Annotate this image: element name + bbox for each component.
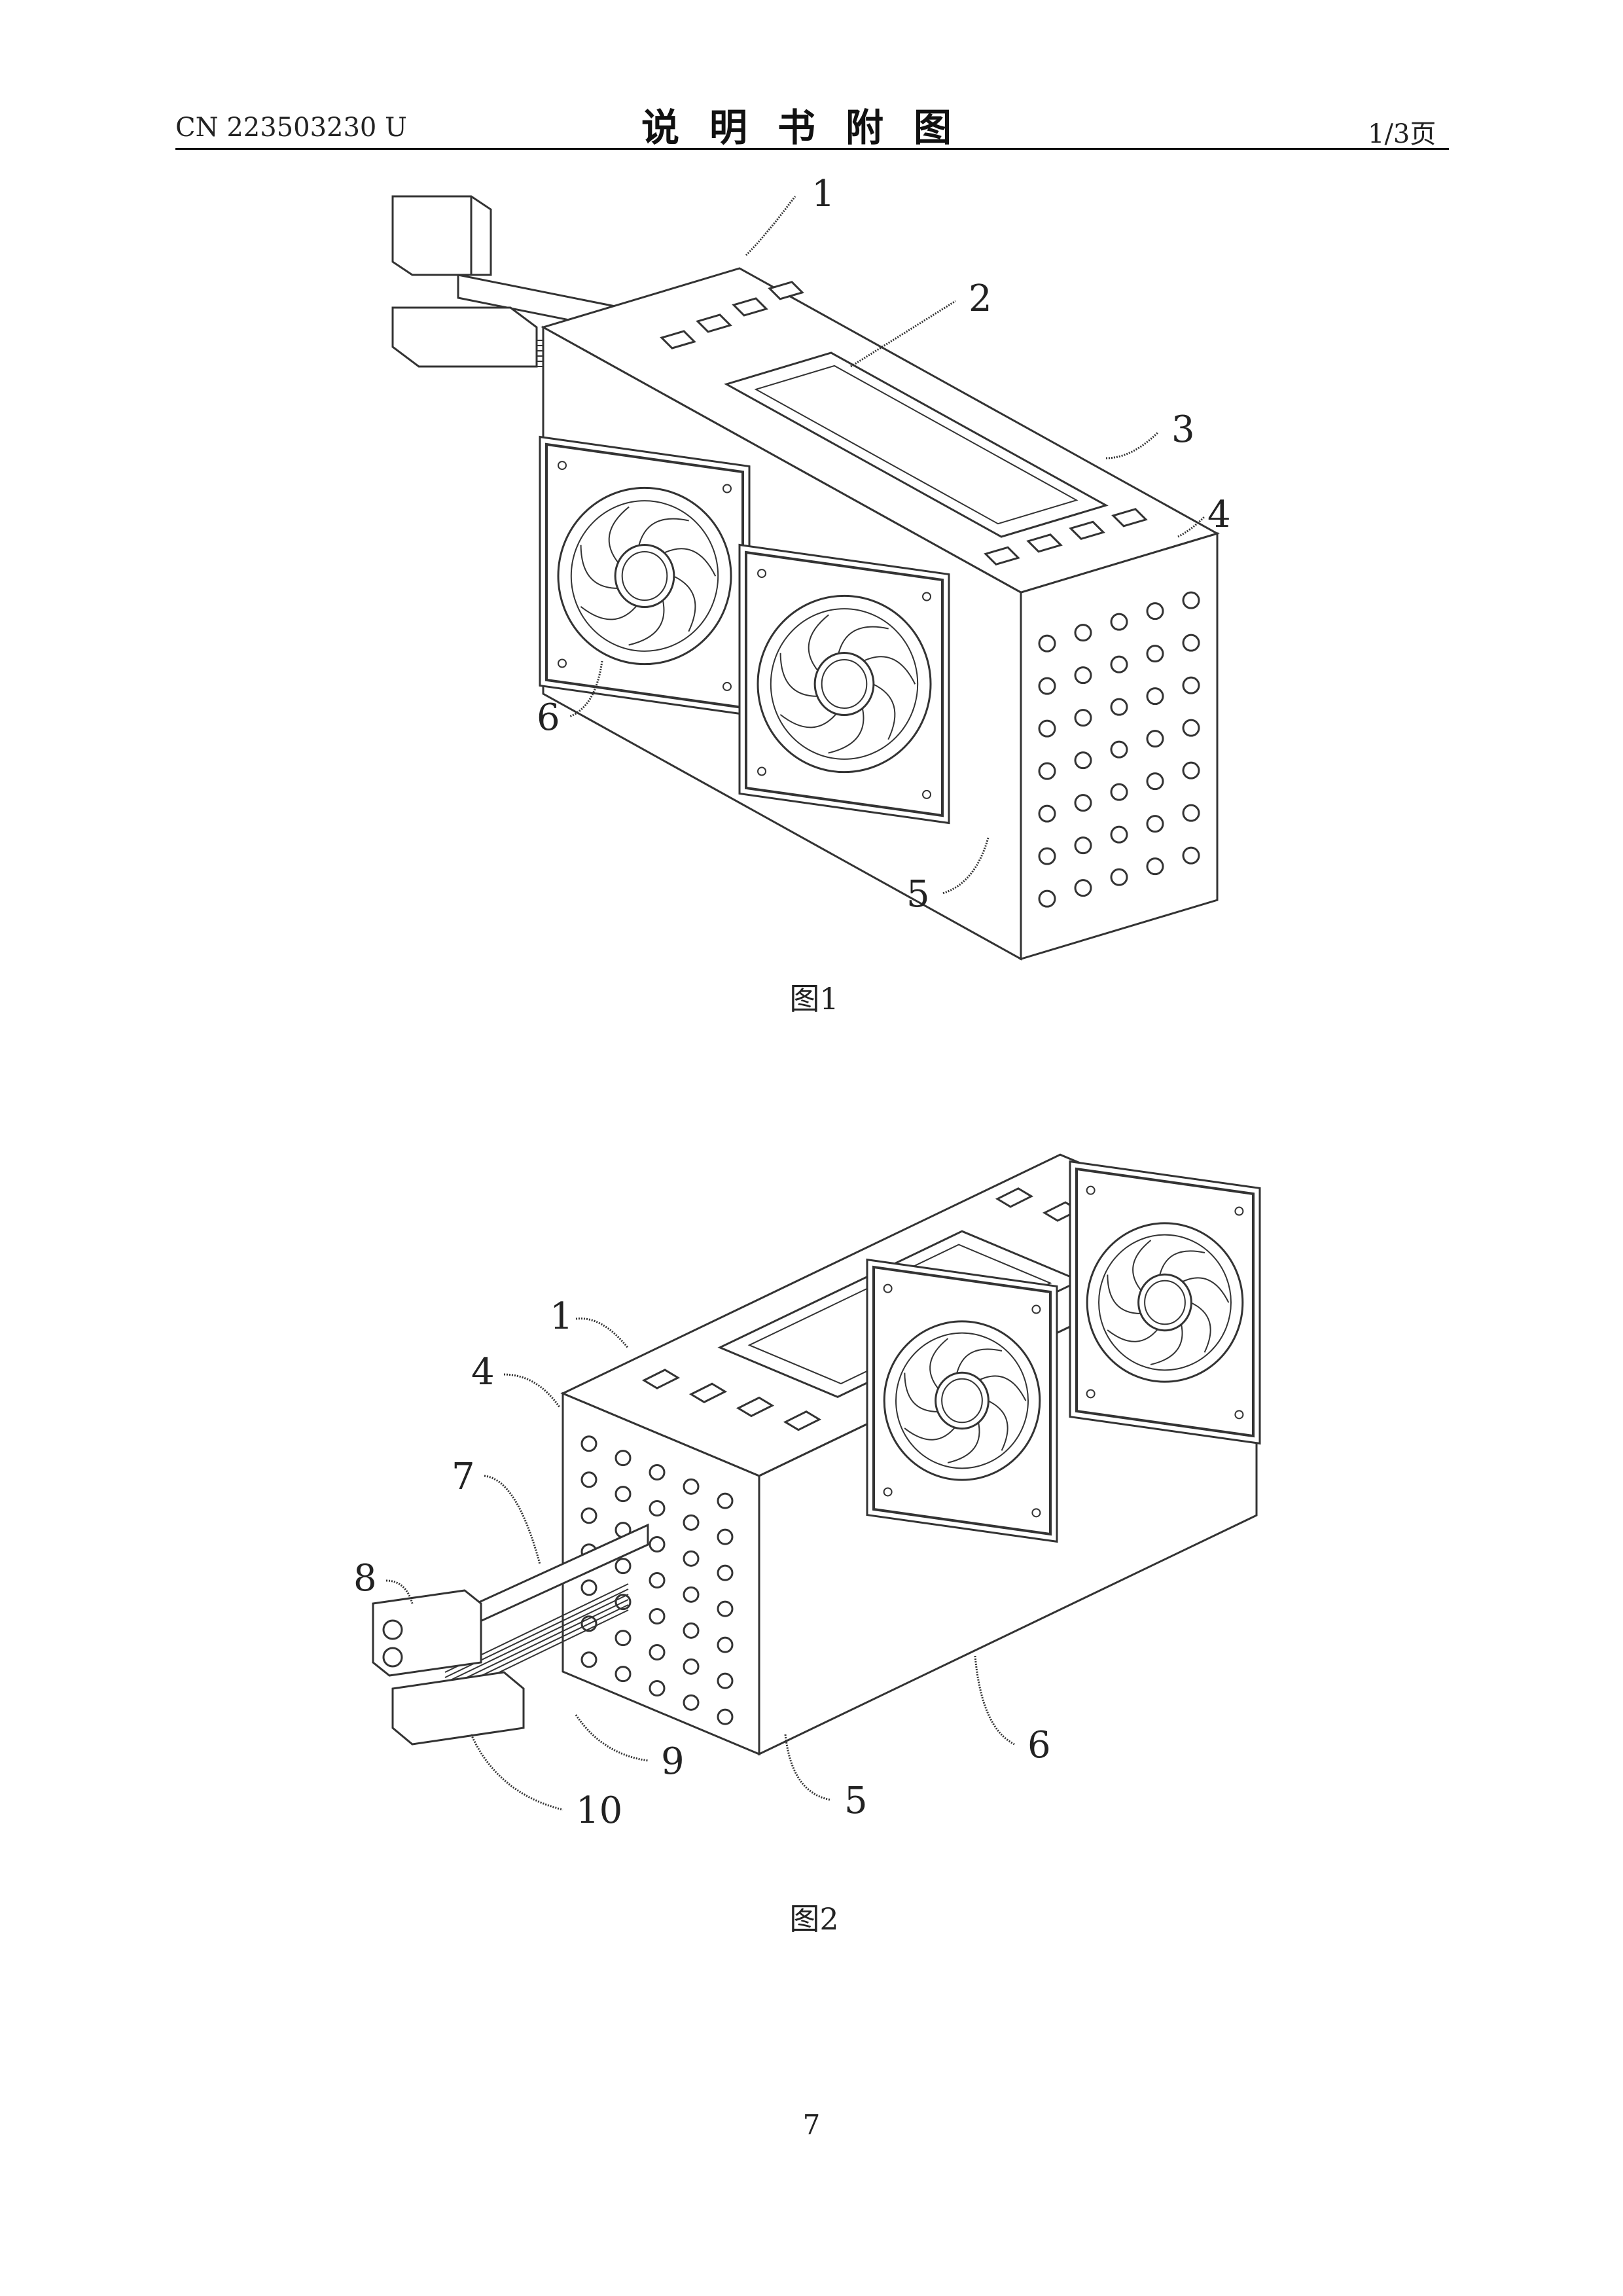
fan-hub [1139,1274,1192,1331]
callout-6: 6 [975,1656,1051,1767]
callout-label: 1 [550,1295,573,1338]
callout-9: 9 [576,1715,685,1783]
leader-line [471,1734,563,1810]
callout-label: 10 [576,1789,622,1832]
callout-label: 9 [661,1740,685,1783]
leader-line [484,1476,540,1564]
callout-label: 6 [1027,1724,1051,1767]
callout-label: 4 [471,1351,495,1393]
callout-label: 7 [452,1456,475,1498]
callout-5: 5 [785,1734,868,1822]
callout-label: 8 [353,1557,377,1600]
connector-block [393,1672,524,1744]
plug-pin [383,1648,402,1666]
cooling-fan-rear [1070,1162,1260,1444]
leader-line [576,1319,628,1348]
callout-label: 5 [844,1780,868,1822]
callout-1: 1 [550,1295,628,1348]
leader-line [576,1715,648,1761]
callout-7: 7 [452,1456,540,1564]
callout-10: 10 [471,1734,622,1832]
callout-8: 8 [353,1557,412,1604]
fan-hub [936,1372,989,1429]
leader-line [504,1374,560,1407]
callout-4: 4 [471,1351,560,1407]
figure-2-caption: 图2 [749,1895,880,1939]
cooling-fan-front [867,1260,1057,1542]
figure-2-device [373,1155,1260,1754]
plug-pin [383,1621,402,1639]
page-number: 7 [779,2109,844,2141]
leader-line [785,1734,831,1800]
leader-line [975,1656,1014,1744]
